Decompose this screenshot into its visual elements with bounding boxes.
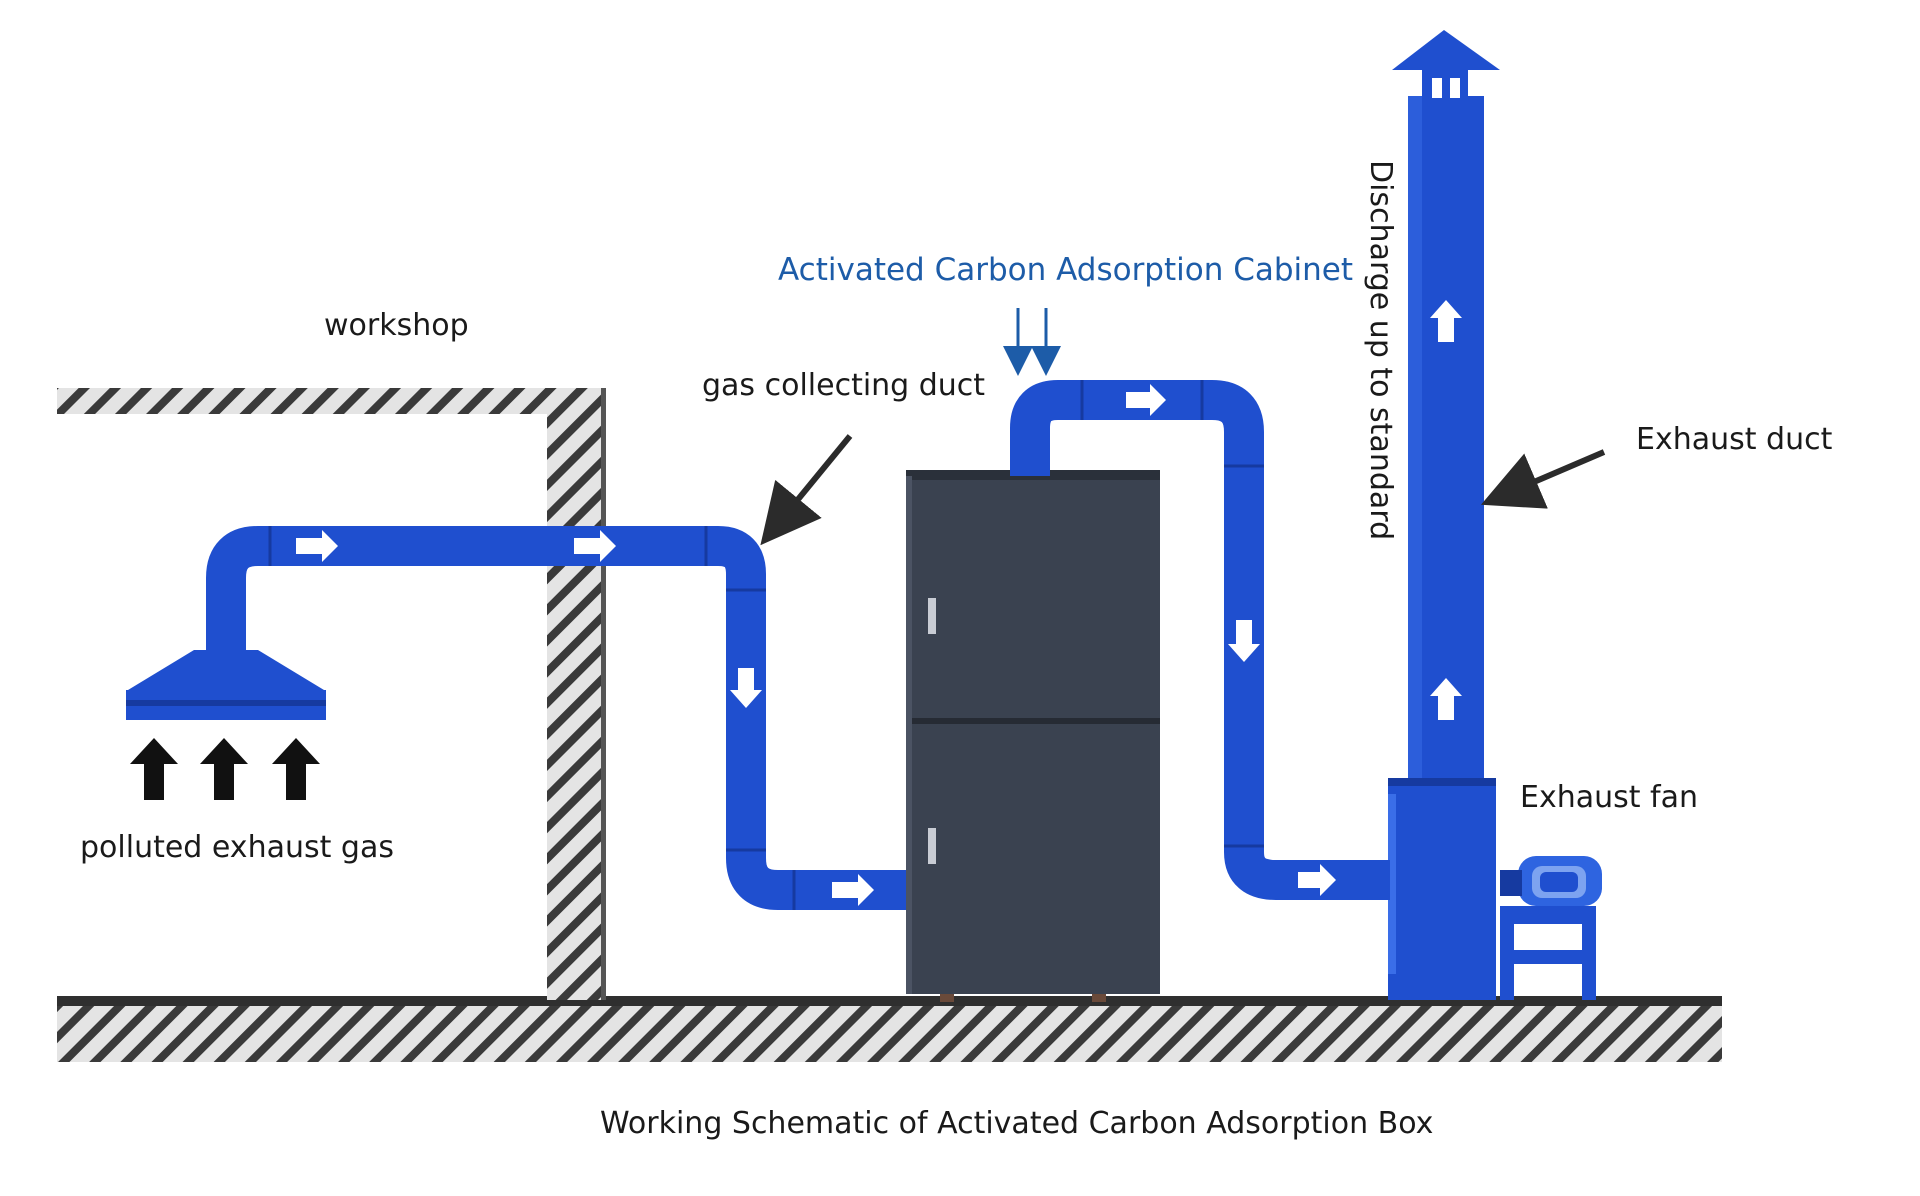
flow-arrow-icon: [1430, 678, 1462, 720]
flow-arrow-icon: [1430, 300, 1462, 342]
pointer-arrow-icon: [760, 434, 853, 546]
flow-arrow-icon: [1126, 384, 1166, 416]
exhaust-stack: [1392, 30, 1500, 782]
pointer-arrow-icon: [1480, 449, 1606, 509]
discharge-label: Discharge up to standard: [1363, 160, 1398, 541]
inflow-arrow-icon: [130, 738, 178, 800]
diagram-caption: Working Schematic of Activated Carbon Ad…: [600, 1106, 1434, 1141]
motor-icon: [1500, 856, 1602, 1000]
extraction-hood: [126, 650, 326, 720]
gas-collecting-duct: [206, 380, 1390, 910]
flow-arrow-icon: [1228, 620, 1260, 662]
cabinet-pointer-arrows: [1003, 308, 1061, 376]
door-handle-icon: [928, 598, 936, 634]
exhaust-fan-label: Exhaust fan: [1520, 780, 1699, 815]
flow-arrow-icon: [574, 530, 616, 562]
inflow-arrow-icon: [200, 738, 248, 800]
workshop-wall: [57, 388, 606, 1000]
ground: [57, 996, 1722, 1062]
cabinet-label: Activated Carbon Adsorption Cabinet: [778, 252, 1354, 288]
polluted-gas-arrows: [130, 738, 320, 800]
duct-joints: [268, 380, 1264, 910]
flow-arrow-icon: [1298, 864, 1336, 896]
flow-arrow-icon: [296, 530, 338, 562]
exhaust-duct-label: Exhaust duct: [1636, 422, 1833, 457]
flow-arrows: [296, 300, 1462, 906]
workshop-label: workshop: [324, 308, 469, 343]
flow-arrow-icon: [832, 874, 874, 906]
adsorption-cabinet: [906, 470, 1160, 1002]
flow-arrow-icon: [730, 668, 762, 708]
polluted-gas-label: polluted exhaust gas: [80, 830, 394, 865]
chimney-cap-icon: [1392, 30, 1500, 70]
door-handle-icon: [928, 828, 936, 864]
gas-collecting-duct-label: gas collecting duct: [702, 368, 986, 403]
fan-housing: [1388, 778, 1496, 1000]
inflow-arrow-icon: [272, 738, 320, 800]
